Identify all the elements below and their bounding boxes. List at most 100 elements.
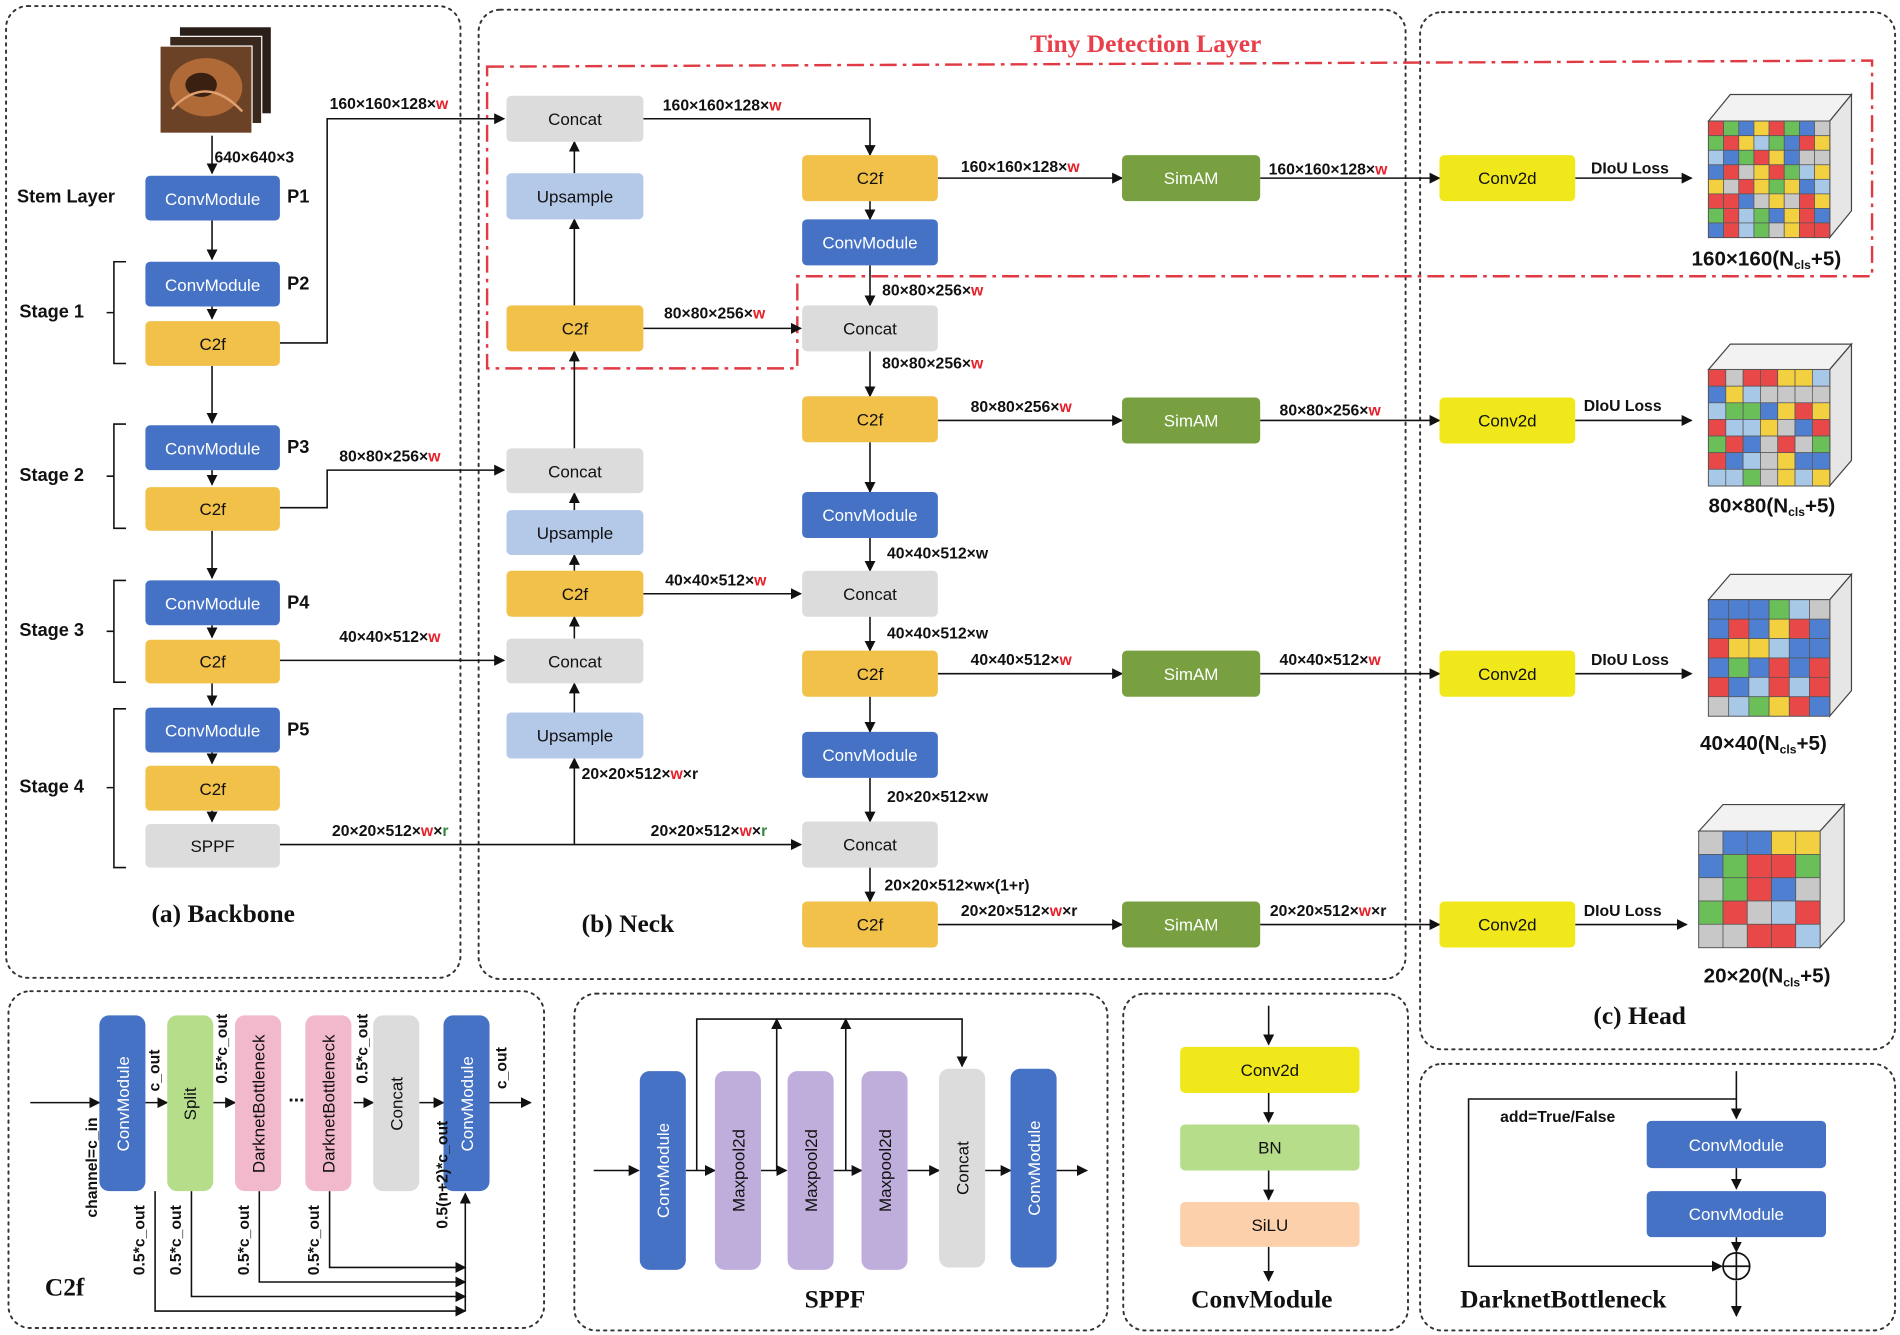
grid-cell [1768,178,1785,195]
grid-cell [1753,135,1770,151]
grid-cell [1698,923,1724,948]
grid-cell [1783,178,1800,195]
grid-cell [1708,164,1725,180]
level-p2: P2 [287,273,310,295]
neck-concat-2: Concat [506,448,644,494]
grid-cell [1777,385,1796,404]
diou-loss-40: DIoU Loss [1590,650,1669,669]
grid-cell [1725,402,1744,420]
grid-cell [1723,222,1740,238]
grid-cell [1760,385,1779,404]
grid-cell [1760,419,1779,437]
grid-cell [1768,618,1790,639]
neck-c2f-20: C2f [802,901,938,948]
shape-label-80-bb: 80×80×256×w [339,447,441,466]
grid-cell [1708,676,1730,698]
grid-cell [1814,208,1831,224]
grid-cell [1742,419,1761,437]
grid-cell [1777,468,1796,487]
stage-4-label: Stage 4 [19,776,85,798]
stage4-c2f: C2f [145,765,280,811]
neck-convmodule-3: ConvModule [802,731,938,778]
sppf-detail-convmodule-out: ConvModule [1010,1068,1057,1268]
grid-cell [1760,468,1779,487]
grid-cell [1738,208,1755,224]
grid-cell [1799,135,1815,151]
darknet-detail-convmodule-2: ConvModule [1646,1191,1827,1238]
grid-cell [1768,149,1785,166]
grid-cell [1811,435,1831,454]
stage3-c2f: C2f [145,639,280,684]
grid-cell [1814,120,1831,137]
grid-cell [1708,222,1725,238]
grid-cell [1760,402,1779,420]
shape-label-20-f: 20×20×512×w×r [1269,901,1387,920]
grid-cell [1746,900,1772,925]
grid-cell [1783,135,1800,151]
grid-cell [1708,435,1727,454]
shape-label-40-b: 40×40×512×w [665,570,767,589]
grid-cell [1788,696,1810,717]
grid-cell [1723,208,1740,224]
grid-cell [1738,149,1755,166]
grid-cell [1728,696,1750,717]
grid-cell [1795,923,1821,948]
shape-label-20-bb: 20×20×512×w×r [332,821,449,840]
c2f-detail-convmodule-in: ConvModule [99,1015,146,1192]
shape-label-160-c: 160×160×128×w [1268,159,1388,179]
head-conv2d-40: Conv2d [1439,650,1576,697]
grid-cell [1799,164,1815,180]
grid-cell [1768,696,1790,717]
grid-cell [1746,923,1772,948]
grid-cell [1783,149,1800,166]
grid-cell [1725,385,1744,404]
stage1-convmodule: ConvModule [145,261,280,307]
grid-cell [1746,877,1772,902]
c2f-half-label-1: 0.5*c_out [212,1013,231,1084]
grid-cell [1708,452,1727,470]
head-title: (c) Head [1593,1000,1686,1030]
grid-cell [1771,923,1797,948]
grid-cell [1708,149,1725,166]
c2f-c-out-label-2: c_out [491,1047,510,1090]
stage-2-label: Stage 2 [19,465,85,486]
grid-cell [1768,164,1785,180]
neck-concat-80: Concat [802,305,938,352]
grid-cell [1708,135,1725,151]
grid-cell [1728,676,1750,698]
head-conv2d-160: Conv2d [1439,155,1576,202]
stage2-c2f: C2f [145,487,280,531]
grid-cell [1742,468,1761,487]
sppf-panel-frame [573,992,1109,1332]
darknet-detail-convmodule-1: ConvModule [1646,1120,1827,1169]
grid-cell [1768,222,1785,238]
head-conv2d-20: Conv2d [1439,901,1576,948]
grid-cell [1811,402,1831,420]
grid-cell [1788,676,1810,698]
neck-upsample-2: Upsample [506,510,644,555]
grid-cell [1783,164,1800,180]
sppf-detail-concat: Concat [939,1068,986,1268]
sppf-detail-maxpool-2: Maxpool2d [787,1071,834,1270]
stage1-c2f: C2f [145,321,280,366]
grid-cell [1708,385,1727,404]
grid-cell [1809,599,1831,620]
level-p3: P3 [287,437,310,459]
grid-cell [1811,385,1831,404]
grid-cell [1768,657,1790,678]
grid-cell [1708,369,1727,387]
stem-convmodule: ConvModule [145,175,280,221]
grid-cell [1794,369,1813,387]
neck-upsample-1: Upsample [506,173,644,220]
neck-concat-20: Concat [802,821,938,868]
grid-cell [1771,854,1797,879]
grid-cell [1799,149,1815,166]
neck-upsample-3: Upsample [506,712,644,759]
grid-cell [1725,419,1744,437]
neck-concat-1: Concat [506,95,644,142]
grid-cell [1809,638,1831,659]
grid-cell [1795,877,1821,902]
grid-cell [1814,178,1831,195]
grid-cell [1794,402,1813,420]
shape-label-160-a: 160×160×128×w [662,95,782,114]
